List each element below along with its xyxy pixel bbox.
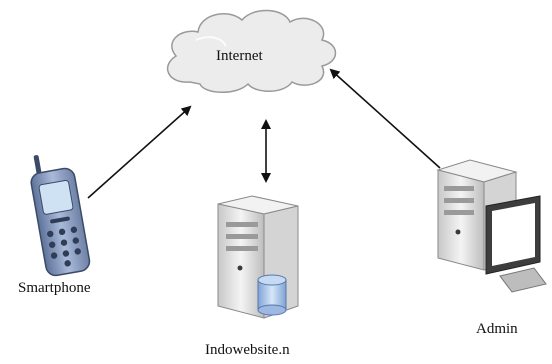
database-server-icon	[217, 195, 299, 319]
cloud-icon	[166, 9, 337, 93]
edge-admin-internet	[329, 68, 441, 169]
admin-label: Admin	[476, 321, 518, 337]
internet-label: Internet	[216, 48, 263, 64]
mobile-phone-icon	[30, 155, 91, 277]
edge-smartphone-internet	[87, 105, 192, 199]
workstation-icon	[436, 159, 547, 293]
server-label: Indowebsite.n	[205, 342, 290, 358]
smartphone-label: Smartphone	[18, 280, 91, 296]
